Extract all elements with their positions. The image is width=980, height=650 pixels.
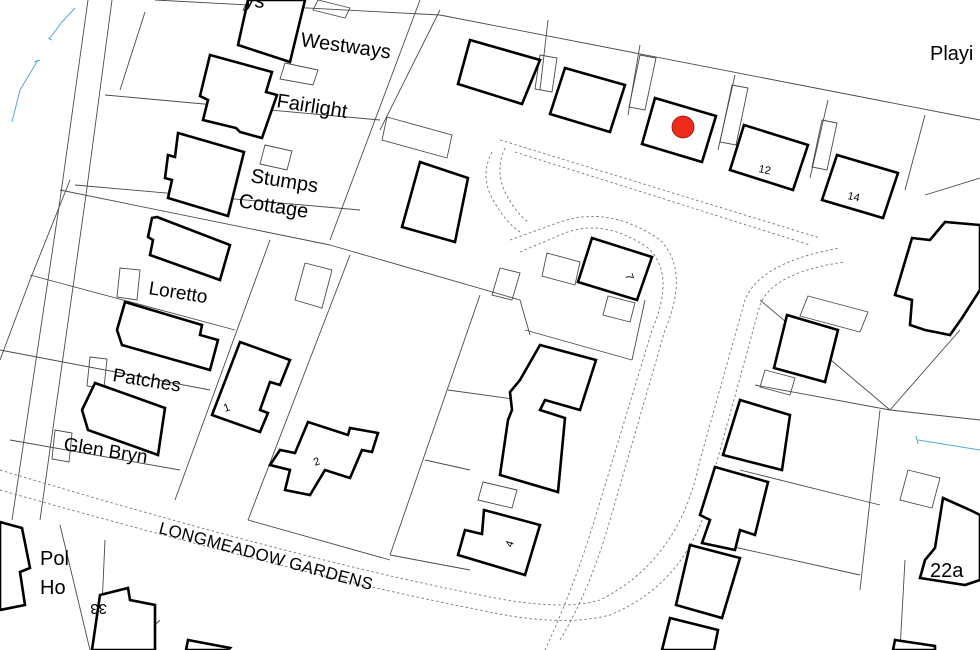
label-westways-fragment: ys	[243, 0, 265, 13]
house-number-7: 7	[622, 272, 635, 282]
house-number-4: 4	[504, 539, 517, 549]
house-number-2: 2	[312, 455, 322, 468]
label-loretto: Loretto	[147, 278, 209, 308]
road-edges	[0, 139, 846, 650]
house-numbers: 1 2 4 7 12 14 22a 33	[90, 163, 964, 617]
water-features	[11, 7, 980, 451]
label-pol: Pol	[40, 548, 69, 570]
label-fairlight: Fairlight	[275, 90, 349, 123]
house-number-33: 33	[90, 600, 107, 617]
label-cottage: Cottage	[237, 190, 310, 223]
house-number-14: 14	[846, 190, 860, 204]
label-westways: Westways	[299, 29, 392, 63]
house-number-1: 1	[222, 401, 232, 414]
house-number-12: 12	[757, 163, 771, 177]
location-marker-dot	[671, 115, 695, 139]
label-ho: Ho	[40, 577, 66, 599]
street-name-longmeadow-gardens: LONGMEADOW GARDENS	[157, 519, 375, 594]
house-number-22a: 22a	[930, 560, 964, 582]
label-playing: Playi	[930, 43, 973, 65]
